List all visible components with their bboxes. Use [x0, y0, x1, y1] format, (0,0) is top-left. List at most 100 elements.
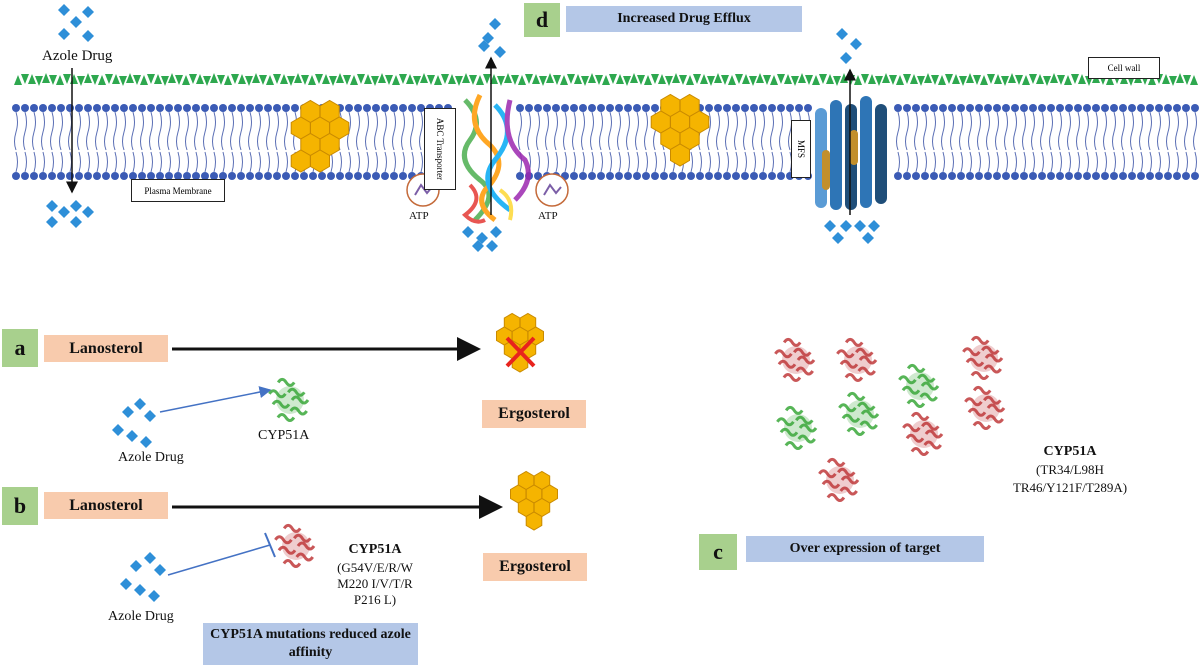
- lipid-head: [777, 172, 785, 180]
- drug-diamond: [836, 28, 848, 40]
- cell-wall-unit: [924, 73, 932, 83]
- lipid-tail: [186, 151, 189, 173]
- lipid-tail: [707, 111, 711, 151]
- lipid-head: [957, 104, 965, 112]
- lipid-head: [1146, 172, 1154, 180]
- lipid-tail: [1148, 111, 1152, 151]
- lipid-tail: [599, 111, 603, 151]
- lipid-tail: [1112, 111, 1116, 151]
- cell-wall-unit: [56, 75, 64, 85]
- lipid-tail: [527, 111, 531, 151]
- lipid-tail: [627, 151, 630, 173]
- mutation-note: CYP51A mutations reduced azole affinity: [203, 623, 418, 665]
- cell-wall-unit: [665, 76, 673, 86]
- cyp51a-enzyme: [964, 385, 1006, 430]
- lipid-head: [633, 104, 641, 112]
- lipid-head: [156, 172, 164, 180]
- lipid-head: [282, 172, 290, 180]
- lipid-head: [66, 104, 74, 112]
- drug-diamond: [82, 206, 94, 218]
- lipid-head: [948, 104, 956, 112]
- lipid-tail: [690, 151, 693, 173]
- lipid-head: [102, 172, 110, 180]
- cell-wall-unit: [518, 75, 526, 85]
- cyp51a-enzyme: [774, 337, 816, 382]
- lipid-tail: [608, 111, 612, 151]
- lipid-head: [930, 104, 938, 112]
- cell-wall-unit: [749, 76, 757, 86]
- cell-wall-unit: [651, 74, 659, 84]
- lipid-tail: [1086, 151, 1089, 173]
- cyp51a-enzyme: [268, 377, 310, 422]
- lipid-head: [1011, 104, 1019, 112]
- cell-wall-unit: [959, 76, 967, 86]
- azole-drug-a-label: Azole Drug: [118, 450, 184, 465]
- lipid-tail: [132, 151, 135, 173]
- lipid-head: [12, 104, 20, 112]
- lipid-tail: [743, 111, 747, 151]
- lipid-tail: [1184, 111, 1188, 151]
- lipid-head: [759, 172, 767, 180]
- lipid-tail: [554, 111, 558, 151]
- lipid-tail: [977, 111, 981, 151]
- cell-wall-unit: [238, 74, 246, 84]
- lipid-head: [120, 104, 128, 112]
- lipid-tail: [1095, 151, 1098, 173]
- cell-wall-unit: [308, 75, 316, 85]
- lipid-tail: [204, 151, 207, 173]
- lipid-tail: [573, 151, 576, 173]
- cell-wall-unit: [784, 74, 792, 84]
- lipid-head: [210, 104, 218, 112]
- lipid-tail: [978, 151, 981, 173]
- drug-diamond: [58, 28, 70, 40]
- mutation-b-line1: (G54V/E/R/W: [337, 560, 413, 575]
- ergosterol-hexagon: [670, 143, 690, 167]
- lipid-head: [741, 104, 749, 112]
- lipid-tail: [158, 111, 162, 151]
- lipid-tail: [357, 151, 360, 173]
- lipid-tail: [123, 151, 126, 173]
- cell-wall-unit: [525, 74, 533, 84]
- lipid-tail: [1158, 151, 1161, 173]
- lipid-tail: [221, 111, 225, 151]
- cell-wall-unit: [987, 74, 995, 84]
- cyp51a-enzyme: [776, 405, 818, 450]
- ergosterol-hexagon: [290, 149, 311, 173]
- lipid-head: [39, 172, 47, 180]
- abc-transporter-protein: [461, 93, 531, 224]
- lipid-tail: [914, 111, 918, 151]
- drug-diamond: [130, 560, 142, 572]
- lipid-tail: [950, 111, 954, 151]
- cell-wall-unit: [189, 74, 197, 84]
- cell-wall-unit: [707, 76, 715, 86]
- lipid-tail: [537, 151, 540, 173]
- lipid-tail: [546, 151, 549, 173]
- lipid-head: [1137, 172, 1145, 180]
- drug-diamond: [832, 232, 844, 244]
- lipid-head: [624, 172, 632, 180]
- lipid-head: [246, 104, 254, 112]
- lipid-head: [624, 104, 632, 112]
- cell-wall-unit: [602, 75, 610, 85]
- cell-wall-unit: [637, 75, 645, 85]
- drug-diamond: [862, 232, 874, 244]
- cell-wall-unit: [91, 75, 99, 85]
- lipid-head: [1146, 104, 1154, 112]
- cell-wall-unit: [455, 76, 463, 86]
- lipid-head: [363, 104, 371, 112]
- lipid-head: [1173, 172, 1181, 180]
- cell-wall-unit: [791, 76, 799, 86]
- drug-diamond: [126, 430, 138, 442]
- lipid-head: [1128, 104, 1136, 112]
- atp-right-label: ATP: [538, 210, 558, 222]
- lipid-tail: [582, 151, 585, 173]
- lipid-head: [957, 172, 965, 180]
- lipid-tail: [1076, 111, 1080, 151]
- abc-transporter-text: ABC Transporter: [435, 117, 446, 181]
- lipid-tail: [572, 111, 576, 151]
- lipid-head: [1110, 104, 1118, 112]
- cell-wall-unit: [301, 75, 309, 85]
- drug-diamond: [134, 398, 146, 410]
- lipid-head: [606, 172, 614, 180]
- lipid-tail: [275, 111, 279, 151]
